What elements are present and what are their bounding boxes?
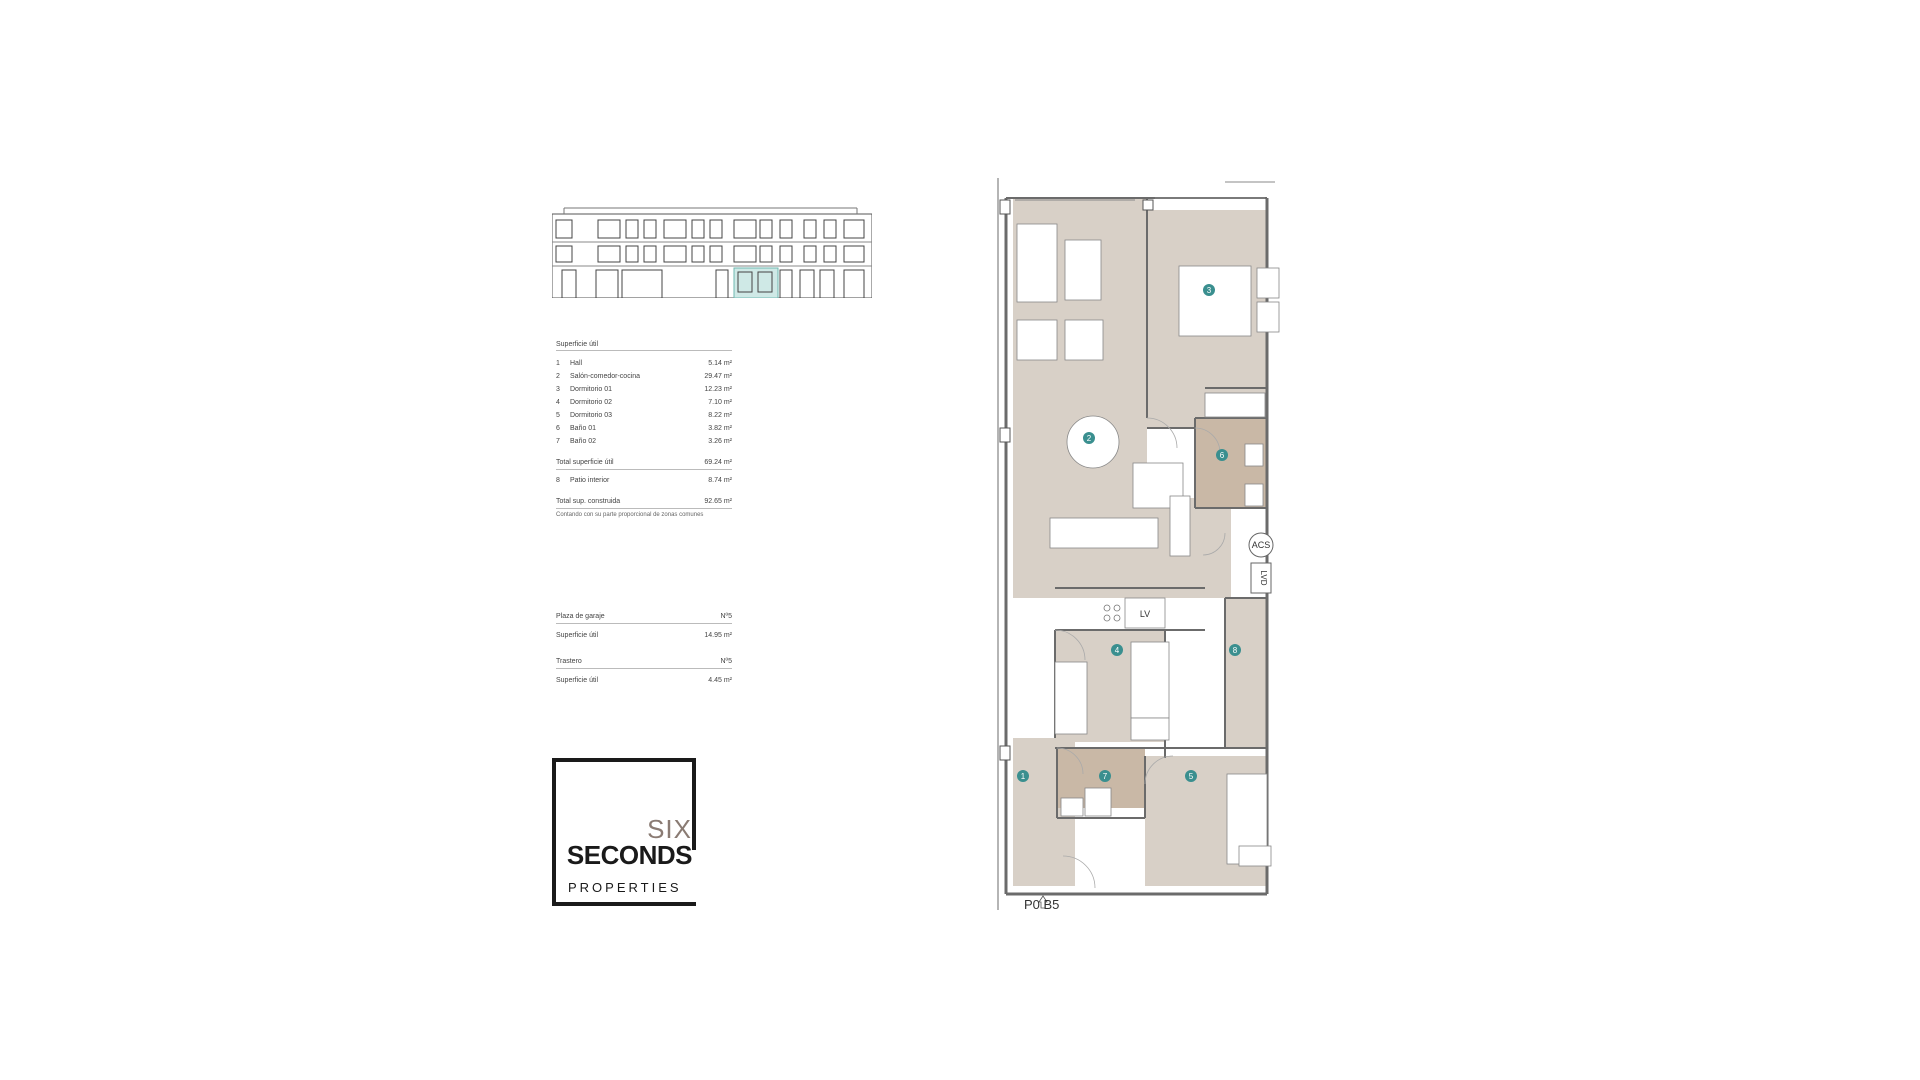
- building-elevation: [552, 207, 872, 298]
- table-row: 7 Baño 02 3.26 m²: [556, 435, 732, 448]
- room-marker-2: 2: [1083, 432, 1095, 444]
- room-number: 4: [556, 399, 560, 406]
- svg-text:LVD: LVD: [1259, 571, 1268, 586]
- room-marker-6: 6: [1216, 449, 1228, 461]
- storage-area-value: 4.45 m²: [708, 676, 732, 684]
- storage-area-row: Superficie útil 4.45 m²: [556, 673, 732, 687]
- room-marker-5: 5: [1185, 770, 1197, 782]
- room-name: Baño 02: [570, 438, 597, 445]
- room-number: 1: [556, 360, 560, 367]
- room-number: 5: [556, 412, 560, 419]
- room-area: 29.47 m²: [704, 373, 732, 380]
- room-marker-8: 8: [1229, 644, 1241, 656]
- lvd-tag: LVD: [1250, 562, 1272, 594]
- room-area: 8.22 m²: [708, 412, 732, 419]
- room-name: Patio interior: [570, 477, 610, 484]
- room-area: 5.14 m²: [708, 360, 732, 367]
- storage-label: Trastero: [556, 657, 582, 665]
- total-built-row: Total sup. construida 92.65 m²: [556, 495, 732, 509]
- room-marker-7: 7: [1099, 770, 1111, 782]
- room-number: 6: [556, 425, 560, 432]
- table-row: 1 Hall 5.14 m²: [556, 357, 732, 370]
- table-row: 6 Baño 01 3.82 m²: [556, 422, 732, 435]
- garage-area-row: Superficie útil 14.95 m²: [556, 628, 732, 642]
- room-number: 7: [556, 438, 560, 445]
- area-table-title: Superficie útil: [556, 341, 732, 351]
- patio-row: 8 Patio interior 8.74 m²: [556, 474, 732, 487]
- acs-tag: ACS: [1248, 532, 1274, 558]
- svg-text:LV: LV: [1140, 609, 1150, 619]
- svg-text:4: 4: [1115, 646, 1120, 655]
- room-name: Dormitorio 02: [570, 399, 613, 406]
- logo-seconds: SECONDS: [566, 840, 693, 870]
- garage-block: Plaza de garaje Nº5 Superficie útil 14.95 …: [556, 609, 732, 642]
- floor-plan: ACS LVD LV 1 2 3 4 5 6 7 8: [997, 178, 1280, 910]
- logo-frame-right: [692, 758, 696, 850]
- svg-text:7: 7: [1103, 772, 1108, 781]
- total-useful-row: Total superficie útil 69.24 m²: [556, 456, 732, 470]
- svg-text:1: 1: [1021, 772, 1026, 781]
- patio: [1225, 598, 1267, 748]
- logo-frame: [552, 758, 696, 906]
- entrance-arrow-icon: [1038, 895, 1048, 909]
- total-built-value: 92.65 m²: [704, 498, 732, 505]
- garage-header: Plaza de garaje Nº5: [556, 609, 732, 624]
- table-row: 3 Dormitorio 01 12.23 m²: [556, 383, 732, 396]
- storage-header: Trastero Nº5: [556, 654, 732, 669]
- unit-label: P0 B5: [1024, 897, 1060, 912]
- room-name: Baño 01: [570, 425, 597, 432]
- area-table: Superficie útil 1 Hall 5.14 m² 2 Salón-come…: [556, 341, 732, 518]
- room-marker-3: 3: [1203, 284, 1215, 296]
- lv-tag: LV: [1124, 597, 1166, 629]
- svg-text:3: 3: [1207, 286, 1212, 295]
- room-marker-1: 1: [1017, 770, 1029, 782]
- room-number: 3: [556, 386, 560, 393]
- table-row: 5 Dormitorio 03 8.22 m²: [556, 409, 732, 422]
- garage-label: Plaza de garaje: [556, 612, 605, 620]
- table-row: 4 Dormitorio 02 7.10 m²: [556, 396, 732, 409]
- garage-area-value: 14.95 m²: [704, 631, 732, 639]
- kitchen-counter: [1049, 517, 1159, 549]
- garage-area-label: Superficie útil: [556, 631, 599, 639]
- room-marker-4: 4: [1111, 644, 1123, 656]
- room-area: 3.26 m²: [708, 438, 732, 445]
- room-area: 7.10 m²: [708, 399, 732, 406]
- room-name: Dormitorio 03: [570, 412, 613, 419]
- room-name: Hall: [570, 360, 583, 367]
- svg-text:8: 8: [1233, 646, 1238, 655]
- area-note: Contando con su parte proporcional de zo…: [556, 512, 704, 518]
- room-area: 3.82 m²: [708, 425, 732, 432]
- storage-number: Nº5: [720, 657, 732, 665]
- unit-highlight: [733, 267, 779, 298]
- total-useful-label: Total superficie útil: [556, 459, 614, 466]
- room-number: 8: [556, 477, 560, 484]
- coffee-table: [1064, 239, 1102, 301]
- armchair: [1064, 319, 1104, 361]
- storage-block: Trastero Nº5 Superficie útil 4.45 m²: [556, 654, 732, 687]
- room-name: Salón-comedor-cocina: [570, 373, 641, 380]
- sofa: [1016, 223, 1058, 303]
- logo-properties: PROPERTIES: [568, 880, 682, 895]
- armchair: [1016, 319, 1058, 361]
- room-name: Dormitorio 01: [570, 386, 613, 393]
- svg-text:ACS: ACS: [1252, 540, 1271, 550]
- garage-number: Nº5: [720, 612, 732, 620]
- logo-six: SIX: [647, 814, 692, 844]
- six-seconds-logo: SIX SECONDS PROPERTIES: [552, 758, 700, 906]
- total-built-label: Total sup. construida: [556, 498, 621, 505]
- total-useful-value: 69.24 m²: [704, 459, 732, 466]
- room-area: 8.74 m²: [708, 477, 732, 484]
- table-row: 2 Salón-comedor-cocina 29.47 m²: [556, 370, 732, 383]
- svg-text:5: 5: [1189, 772, 1194, 781]
- room-number: 2: [556, 373, 560, 380]
- double-bed: [1178, 265, 1252, 337]
- storage-area-label: Superficie útil: [556, 676, 599, 684]
- svg-text:2: 2: [1087, 434, 1092, 443]
- room-area: 12.23 m²: [704, 386, 732, 393]
- svg-text:6: 6: [1220, 451, 1225, 460]
